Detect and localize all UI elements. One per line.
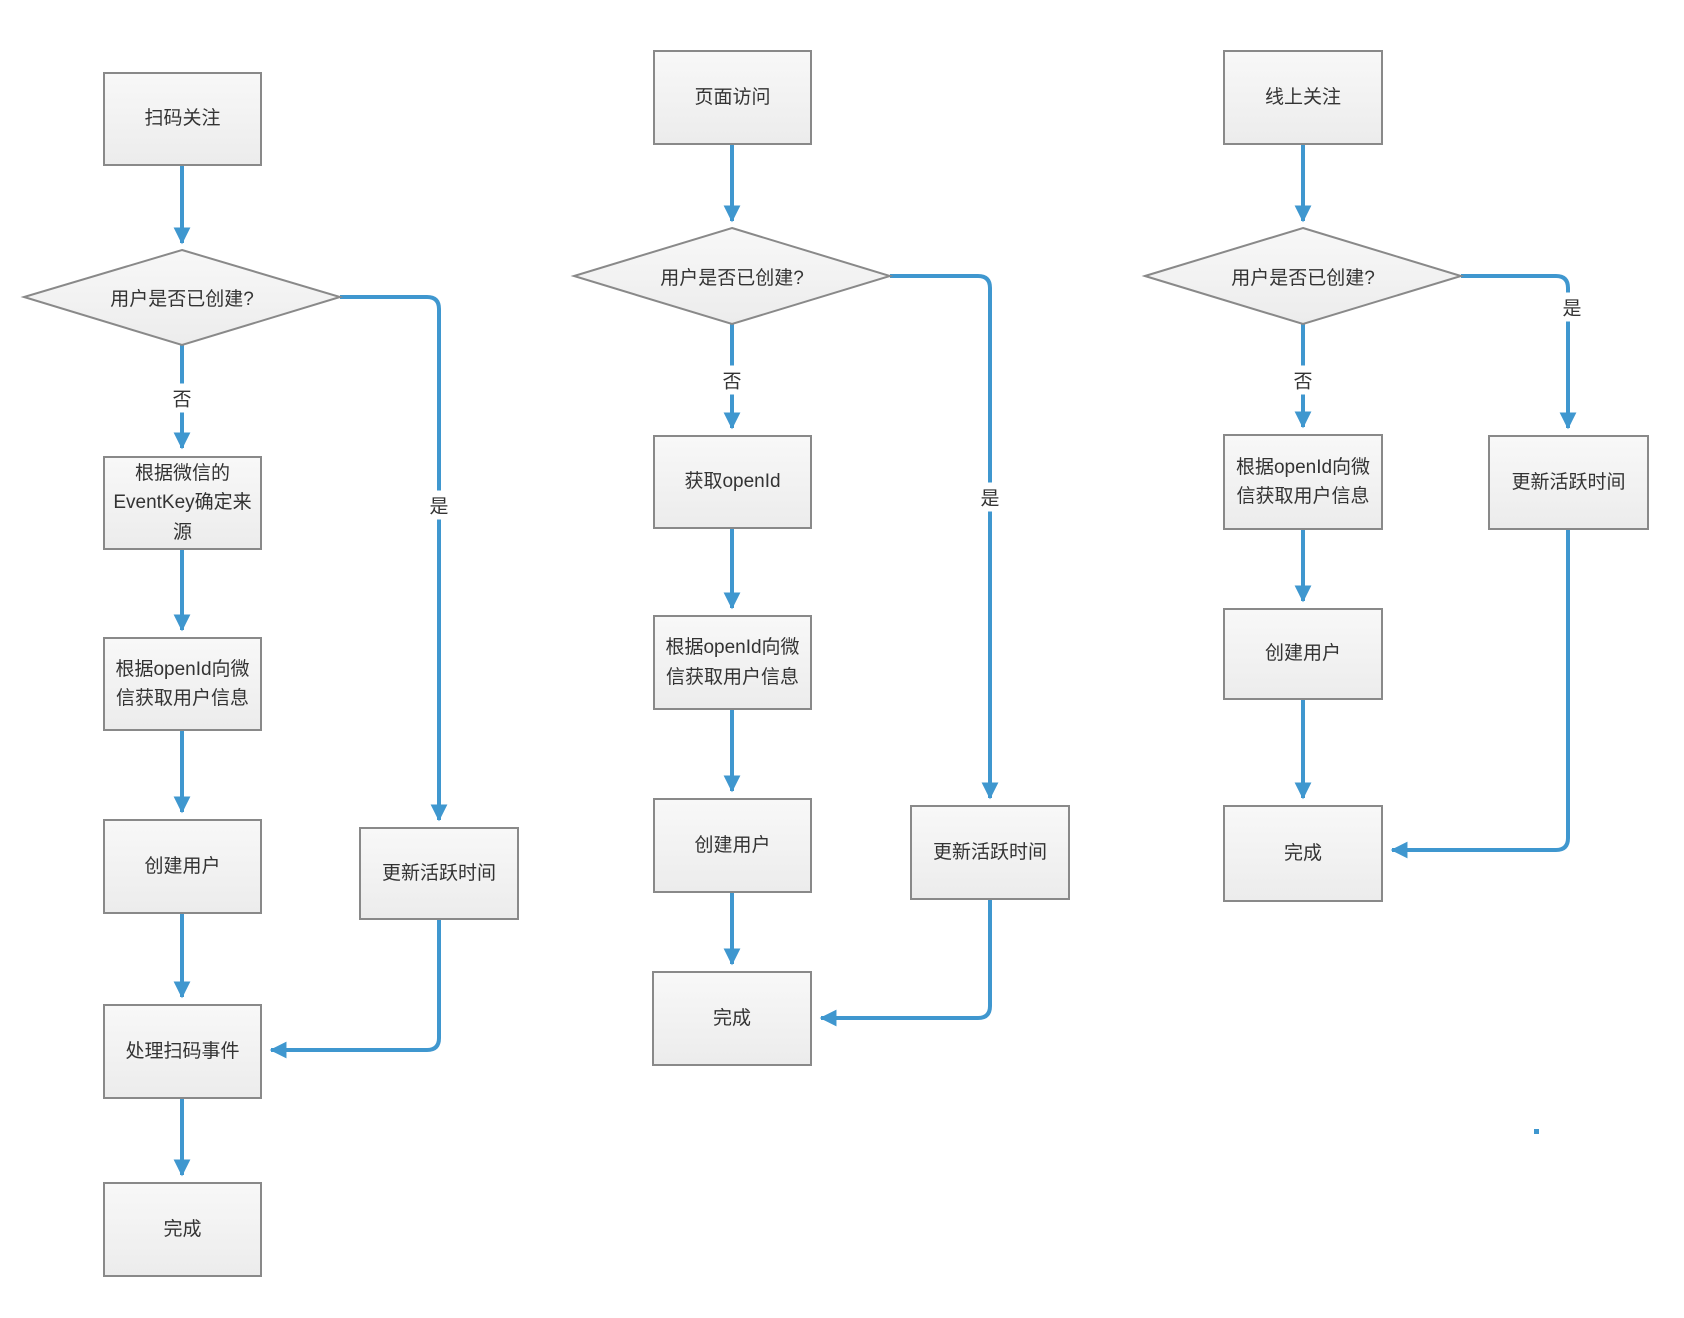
stray-dot [1534,1129,1539,1134]
flow1-edges [20,166,448,1177]
flow2-step-fetch-user-info-node: 根据openId向微信获取用户信息 [653,615,812,710]
flow3-end-node: 完成 [1223,805,1383,902]
flow2-edge-decision-yes [890,274,999,800]
flow1-decision-label: 用户是否已创建? [110,289,254,310]
flow3-start-node: 线上关注 [1223,50,1383,145]
flow2-step-get-openid-node: 获取openId [653,435,812,529]
flow3-step-create-user-node: 创建用户 [1223,608,1383,700]
flow3-decision-label: 用户是否已创建? [1231,267,1375,289]
flow3-no-edge-label: 否 [1289,365,1317,395]
flow2-edges [570,145,999,1027]
flow1-end-node: 完成 [103,1182,262,1277]
flow1-decision-diamond [20,248,344,347]
flow2-start-node: 页面访问 [653,50,812,145]
flow3-step-update-active-time-node: 更新活跃时间 [1488,435,1649,530]
flow2-step-update-active-time-node: 更新活跃时间 [910,805,1070,900]
flow2-decision-diamond [570,226,894,326]
flow3-decision-diamond [1141,226,1465,326]
flow1-yes-edge-label: 是 [425,490,453,520]
flow1-step-determine-source-node: 根据微信的EventKey确定来源 [103,456,262,550]
flow3-edge-yes1-to-end [1390,530,1570,859]
flow2-end-node: 完成 [652,971,812,1066]
flow3-yes-edge-label: 是 [1558,292,1586,322]
flow2-yes-edge-label: 是 [976,482,1004,512]
flow2-no-edge-label: 否 [718,365,746,395]
flow3-step-fetch-user-info-node: 根据openId向微信获取用户信息 [1223,434,1383,530]
flow2-step-create-user-node: 创建用户 [653,798,812,893]
flow1-no-edge-label: 否 [168,383,196,413]
flow2-edge-yes1-to-end [819,900,992,1027]
flow1-step-fetch-user-info-node: 根据openId向微信获取用户信息 [103,637,262,731]
flow3-edges [1141,145,1577,859]
flow1-start-node: 扫码关注 [103,72,262,166]
flow2-decision-label: 用户是否已创建? [660,267,804,289]
flow1-step-update-active-time-node: 更新活跃时间 [359,827,519,920]
flow1-edge-yes1-to-merge [269,920,441,1059]
flow3-edge-decision-yes [1461,274,1577,430]
flow1-step-create-user-node: 创建用户 [103,819,262,914]
flow1-step-handle-scan-event-node: 处理扫码事件 [103,1004,262,1099]
flow1-edge-decision-yes [340,295,448,822]
